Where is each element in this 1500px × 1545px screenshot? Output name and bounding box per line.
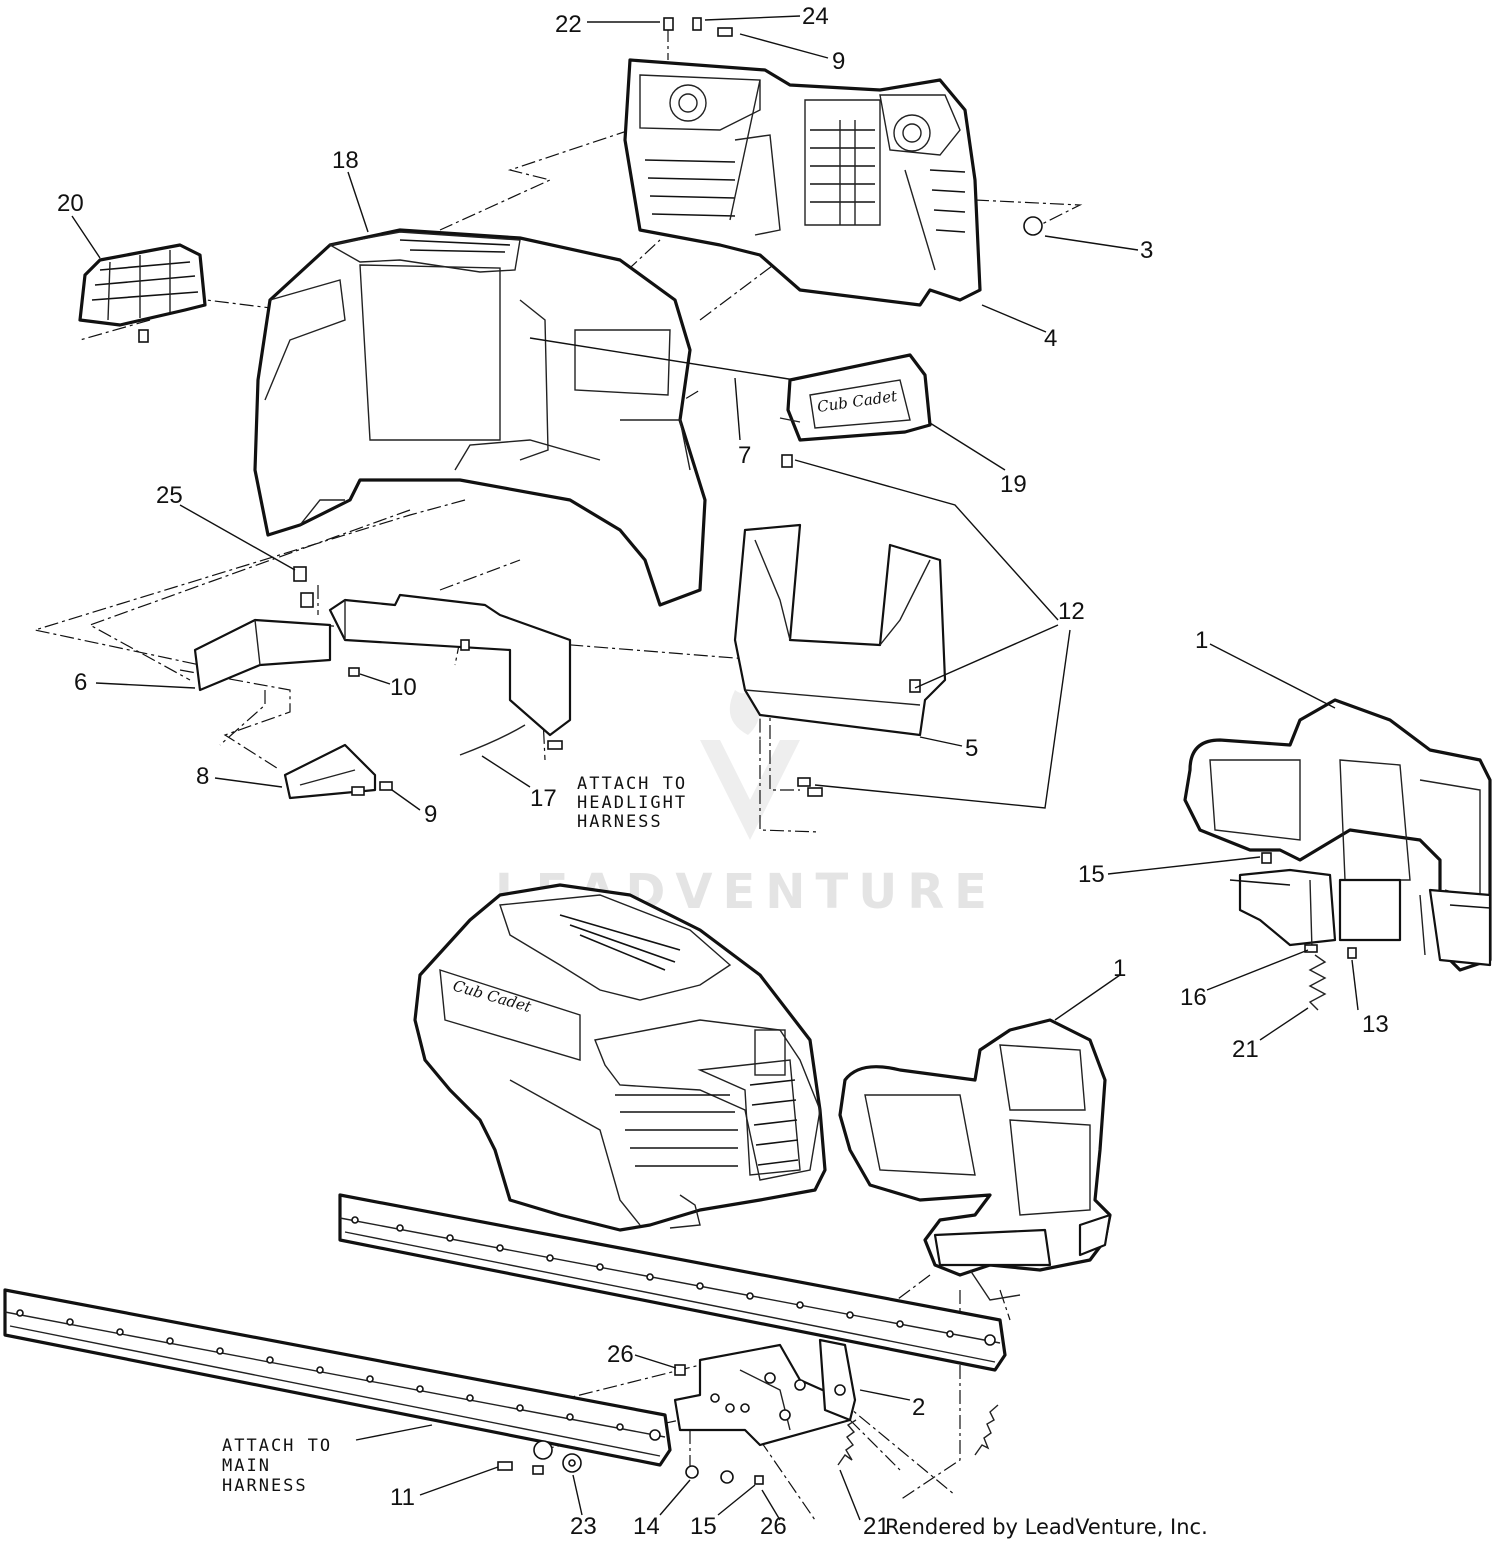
callout-3: 3: [1140, 237, 1153, 264]
callout-10: 10: [390, 674, 417, 701]
callout-7: 7: [738, 442, 751, 469]
logo-plate-part-19: Cub Cadet: [779, 353, 932, 442]
cable-part-7: [529, 337, 796, 381]
callout-13: 13: [1362, 1011, 1389, 1038]
leader-lines: [71, 15, 1359, 1521]
note-headlight-harness: ATTACH TO HEADLIGHT HARNESS: [577, 774, 687, 832]
bumper-part-1-detail: [1183, 698, 1492, 1011]
note-headlight-line-1: ATTACH TO: [577, 774, 687, 794]
callout-15-bottom: 15: [690, 1513, 717, 1540]
note-main-harness: ATTACH TO MAIN HARNESS: [222, 1436, 332, 1496]
callout-17: 17: [530, 785, 557, 812]
callout-21-bottom: 21: [863, 1513, 890, 1540]
harness-part-17: [459, 724, 526, 756]
note-headlight-line-3: HARNESS: [577, 812, 663, 832]
callout-19: 19: [1000, 471, 1027, 498]
rail-left-holes: [16, 1309, 661, 1441]
callout-4: 4: [1044, 325, 1057, 352]
fasteners-upper: [293, 17, 1043, 797]
callout-21-detail: 21: [1232, 1036, 1259, 1063]
hood-assembly: Cub Cadet: [413, 883, 827, 1232]
callout-1-assembly: 1: [1113, 955, 1126, 982]
bumper-assembly: [838, 1018, 1112, 1301]
bracket-part-8: [283, 743, 377, 800]
shroud-part-5: [733, 523, 947, 737]
callout-26-top: 26: [607, 1341, 634, 1368]
callout-6: 6: [74, 669, 87, 696]
credit-text: Rendered by LeadVenture, Inc.: [885, 1515, 1208, 1539]
note-main-line-1: ATTACH TO: [222, 1436, 332, 1456]
callout-5: 5: [965, 735, 978, 762]
frame-rail-right: [338, 1193, 1007, 1372]
callout-12: 12: [1058, 598, 1085, 625]
callout-25: 25: [156, 482, 183, 509]
callout-1-detail: 1: [1195, 627, 1208, 654]
callout-20: 20: [57, 190, 84, 217]
note-main-line-3: HARNESS: [222, 1476, 308, 1496]
note-main-line-2: MAIN: [222, 1456, 271, 1476]
callout-labels: 22 24 9 18 20 3 4 7 19 25 12 6 10 5 8 9 …: [57, 3, 1389, 1540]
frame-rail-left: [3, 1288, 672, 1467]
callout-22: 22: [555, 11, 582, 38]
callout-18: 18: [332, 147, 359, 174]
rail-right-holes: [351, 1216, 996, 1346]
callout-26-bottom: 26: [760, 1513, 787, 1540]
hitch-bracket-part-2: [673, 1338, 857, 1447]
callout-9-top: 9: [832, 48, 845, 75]
grille-part-4: [623, 58, 982, 307]
spring-part-21-lower: [837, 1419, 857, 1466]
bracket-part-20: [78, 243, 207, 343]
callout-8: 8: [196, 763, 209, 790]
callout-16: 16: [1180, 984, 1207, 1011]
bracket-part-6: [193, 593, 572, 737]
spring-part-21-right: [974, 1404, 999, 1456]
callout-2: 2: [912, 1394, 925, 1421]
callout-23: 23: [570, 1513, 597, 1540]
hood-shell-part-18: [253, 228, 707, 607]
callout-9-bottom: 9: [424, 801, 437, 828]
callout-14: 14: [633, 1513, 660, 1540]
note-headlight-line-2: HEADLIGHT: [577, 793, 687, 813]
callout-11: 11: [390, 1484, 415, 1511]
callout-15-detail: 15: [1078, 861, 1105, 888]
fasteners-lower: [497, 1440, 764, 1485]
callout-24: 24: [802, 3, 829, 30]
